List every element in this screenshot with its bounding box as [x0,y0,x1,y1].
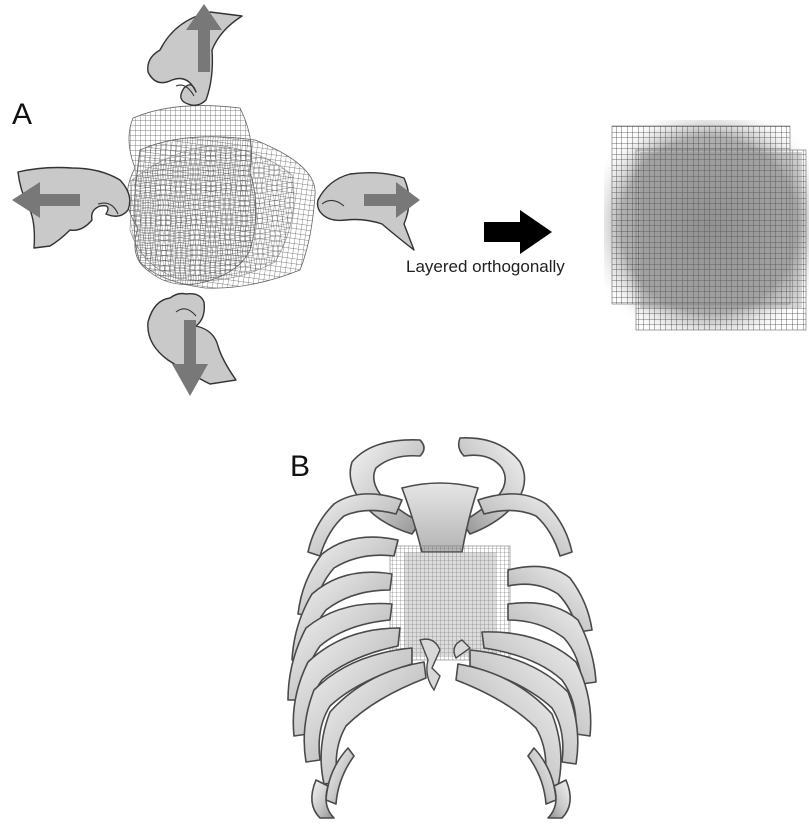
layered-mesh [604,120,809,330]
sternum [402,483,478,552]
hand-pull-right-icon [318,173,421,250]
hand-pull-down-icon [148,294,236,397]
left-ribs [288,494,426,818]
hand-pull-left-icon [12,168,130,249]
stretched-mesh [127,106,315,289]
caption-layered-orthogonally: Layered orthogonally [406,257,565,276]
right-arrow-icon [484,210,552,254]
right-ribs [456,494,596,818]
panel-a: A [12,4,809,396]
panel-a-label: A [12,98,32,131]
hand-pull-up-icon [148,4,242,105]
panel-b-label: B [290,450,310,483]
panel-b: B [288,438,596,818]
